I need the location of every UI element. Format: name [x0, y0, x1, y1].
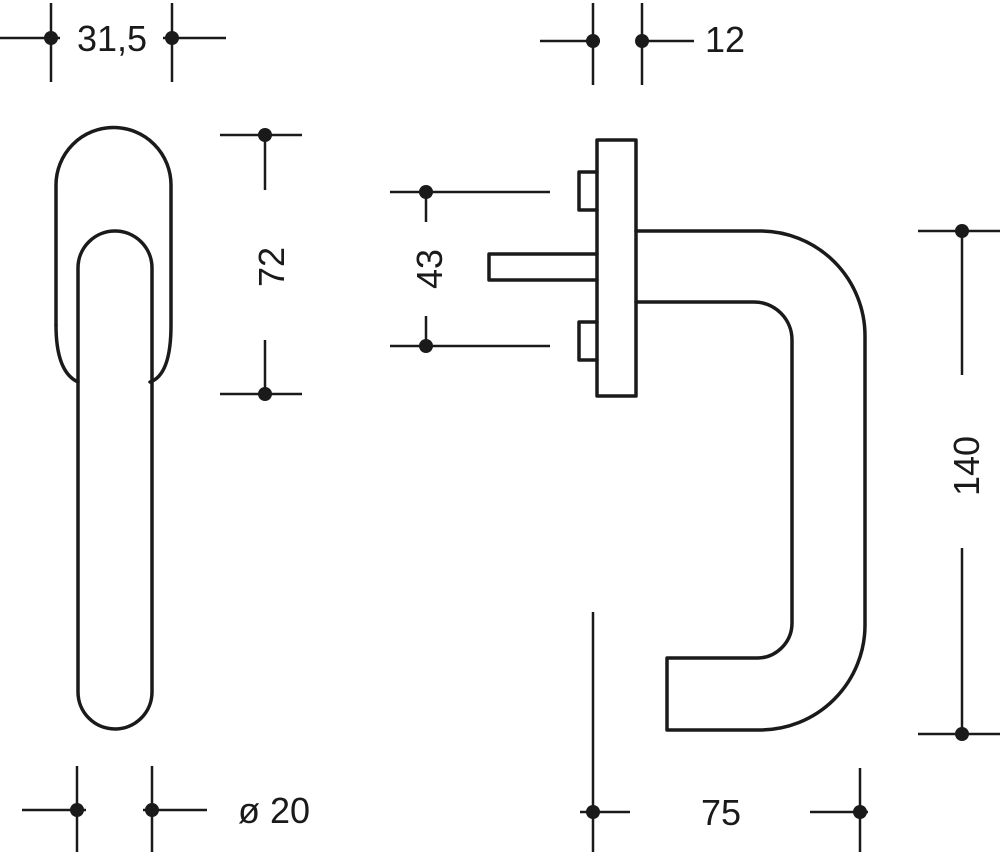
dim-label-grip-diameter: ø 20	[238, 790, 310, 831]
screw-head-top	[577, 170, 599, 212]
side-view	[487, 138, 867, 732]
rose-outline	[54, 125, 173, 384]
dimension-rose-height: 72	[220, 128, 302, 401]
dimension-projection: 75	[580, 612, 868, 852]
square-spindle	[487, 252, 599, 282]
rose-lower-left-curve	[54, 323, 80, 384]
dim-label-screw-spacing: 43	[409, 249, 450, 289]
dimension-overall-height: 140	[918, 224, 1000, 741]
dim-label-front-width: 31,5	[77, 18, 147, 59]
dim-label-overall-height: 140	[946, 436, 987, 496]
screw-head-bottom	[577, 320, 599, 362]
dimension-grip-diameter: ø 20	[22, 766, 310, 852]
dim-label-projection: 75	[701, 792, 741, 833]
rose-plate-side	[595, 138, 638, 398]
front-view	[54, 125, 173, 731]
dim-label-rose-height: 72	[251, 247, 292, 287]
lever-u-profile	[634, 229, 867, 732]
dimension-screw-spacing: 43	[390, 185, 550, 353]
dimension-rose-thickness: 12	[540, 3, 745, 85]
lever-grip-front	[76, 229, 154, 731]
dim-label-rose-thickness: 12	[705, 19, 745, 60]
dimension-front-width: 31,5	[0, 3, 226, 82]
